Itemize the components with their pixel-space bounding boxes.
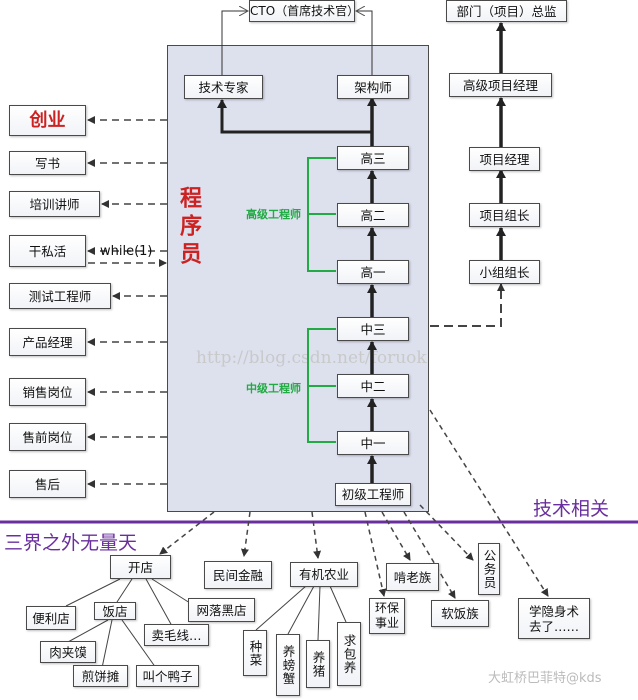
node-trainer: 培训讲师 (9, 191, 100, 217)
line-shop-restaurant (116, 578, 133, 603)
divider-left-label: 三界之外无量天 (4, 532, 138, 554)
node-raise-crabs: 养螃蟹 (276, 634, 300, 696)
node-project-lead: 项目组长 (469, 203, 540, 227)
mid-bracket (307, 328, 336, 443)
node-seek-sponsor: 求包养 (337, 622, 361, 686)
node-senior-2: 高二 (337, 203, 409, 227)
node-director: 部门（项目）总监 (446, 0, 567, 22)
arrow-expert-to-cto (221, 11, 248, 75)
node-startup: 创业 (9, 105, 86, 136)
node-tech-expert: 技术专家 (184, 75, 263, 99)
arrow-mid3-to-team-lead (430, 283, 505, 327)
line-shop-blackstore (151, 578, 191, 604)
arrow-to-nibble-old (381, 511, 411, 561)
while-loop-label: while(1) (100, 244, 153, 259)
divider-right-label: 技术相关 (533, 498, 610, 520)
node-folk-finance: 民间金融 (204, 561, 272, 589)
watermark: http://blog.csdn.net/foruok (196, 348, 427, 368)
arrow-architect-to-cto (356, 11, 373, 75)
node-jianbing-stall: 煎饼摊 (73, 665, 128, 687)
node-cto: CTO（首席技术官） (249, 0, 359, 22)
node-product-manager: 产品经理 (9, 328, 86, 356)
node-open-shop: 开店 (110, 555, 171, 579)
node-mid-3: 中三 (337, 317, 409, 341)
node-sales: 销售岗位 (9, 378, 86, 406)
arrow-to-folk-finance (240, 511, 251, 557)
node-junior-engineer: 初级工程师 (335, 483, 411, 506)
node-grow-vegetables: 种菜 (243, 630, 267, 676)
node-hermit: 学隐身术去了…… (518, 598, 590, 639)
node-roujiamo: 肉夹馍 (40, 641, 96, 663)
signature: 大虹桥巴菲特@kds (488, 671, 602, 686)
node-organic-farming: 有机农业 (290, 562, 358, 587)
node-senior-project-manager: 高级项目经理 (449, 73, 552, 97)
line-rest-roujiamo (67, 619, 109, 643)
arrow-senior3-to-expert (217, 99, 372, 134)
line-farm-kept (329, 585, 347, 623)
node-civil-servant: 公务员 (478, 543, 500, 595)
line-rest-jianbing (101, 619, 113, 669)
node-project-manager: 项目经理 (469, 147, 540, 171)
arrow-to-open-shop (159, 511, 215, 555)
node-write-book: 写书 (9, 151, 86, 175)
line-farm-crab (287, 585, 315, 635)
arrow-to-hermit (429, 409, 549, 597)
node-nibble-old: 啃老族 (386, 563, 439, 591)
node-mid-2: 中二 (337, 374, 409, 398)
node-senior-3: 高三 (337, 146, 409, 170)
arrow-to-soft-rice (403, 511, 456, 599)
line-farm-pig (317, 585, 321, 641)
node-eco-career: 环保事业 (369, 598, 405, 634)
node-test-engineer: 测试工程师 (9, 283, 111, 309)
node-mid-1: 中一 (337, 431, 409, 455)
node-convenience-store: 便利店 (26, 606, 76, 630)
node-soft-rice: 软饭族 (431, 600, 489, 627)
mid-group-label: 中级工程师 (246, 382, 301, 395)
node-restaurant: 饭店 (94, 602, 136, 620)
node-team-lead: 小组组长 (469, 260, 540, 284)
senior-bracket (307, 157, 336, 272)
node-senior-1: 高一 (337, 260, 409, 284)
line-rest-duck (121, 619, 157, 669)
line-farm-vegetable (255, 585, 307, 631)
node-sell-yarn: 卖毛线… (144, 624, 209, 646)
line-shop-convenience (65, 578, 121, 607)
arrow-to-organic-farming (311, 511, 322, 559)
line-shop-yarn (145, 578, 173, 627)
node-raise-pigs: 养猪 (306, 640, 330, 688)
senior-group-label: 高级工程师 (246, 208, 301, 221)
node-call-duck: 叫个鸭子 (136, 665, 199, 687)
node-side-job: 干私活 (9, 235, 86, 267)
arrow-to-eco (364, 511, 387, 597)
panel-label: 程序员 (176, 186, 202, 270)
node-presales: 售前岗位 (9, 423, 86, 451)
arrow-to-civil-servant (419, 504, 474, 561)
node-architect: 架构师 (337, 75, 409, 99)
node-aftersales: 售后 (9, 470, 86, 498)
node-internet-black-store: 网落黑店 (188, 598, 255, 622)
